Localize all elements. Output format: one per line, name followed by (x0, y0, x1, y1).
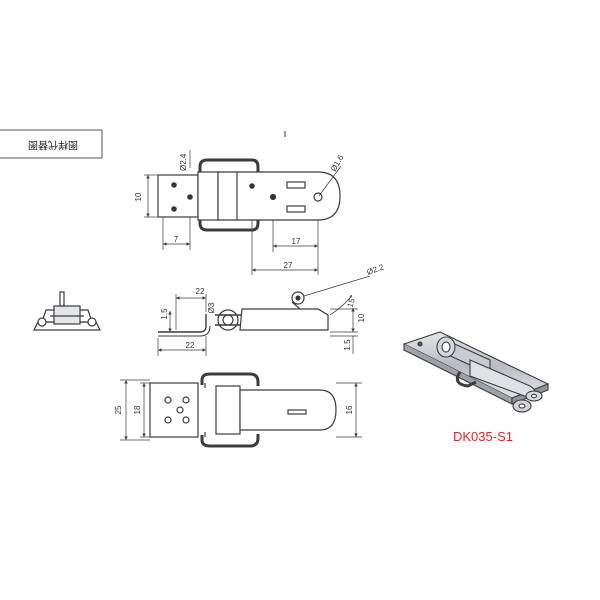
dim-hole-dia-right-top: Ø1.6 (329, 153, 346, 173)
dim-hole-dia-top: Ø2.4 (179, 153, 188, 171)
top-hole-4 (249, 183, 255, 189)
note-text: 图样代替图 (28, 138, 78, 151)
dim-width-left-top: 7 (174, 235, 179, 244)
dim-thickness-side-right: 1.5 (343, 339, 352, 351)
bottom-view-dims (120, 379, 362, 441)
bottom-hinge-block (215, 385, 241, 435)
top-hole-1 (171, 182, 177, 188)
dim-right-height-bottom: 16 (345, 405, 354, 414)
side-view-dims (157, 275, 371, 356)
top-view-dims (144, 150, 342, 275)
bottom-hasp-plate (149, 382, 199, 438)
bottom-view (149, 372, 337, 448)
bottom-hole-4 (182, 396, 190, 404)
dim-len-side-bottom: 22 (186, 341, 195, 350)
bottom-hole-5 (182, 416, 190, 424)
top-main-body (217, 171, 341, 221)
dim-height-left-top: 10 (134, 192, 143, 201)
side-hinge-inner (222, 314, 234, 326)
dim-height-side-right: 10 (357, 313, 366, 322)
top-hole-3 (187, 194, 193, 200)
top-slot-1 (286, 181, 306, 189)
dim-slot-len: 17 (292, 237, 301, 246)
bottom-view-labels: 25 18 16 (114, 405, 354, 414)
top-hole-6 (313, 192, 323, 202)
end-view (33, 291, 101, 331)
side-view-labels: 22 22 1.5 Ø3 10 1.5 15° Ø2.2 (160, 262, 385, 350)
side-view (158, 291, 329, 337)
top-hinge-block (197, 171, 219, 221)
top-hole-2 (171, 206, 177, 212)
dim-thickness-side-left: 1.5 (160, 308, 169, 320)
top-view (157, 158, 341, 232)
dim-plate-height-inner: 18 (133, 405, 142, 414)
model-label: DK035-S1 (453, 429, 513, 444)
dim-plate-height-outer: 25 (114, 405, 123, 414)
dim-len-side-top: 22 (196, 287, 205, 296)
dim-hinge-dia-side: Ø3 (207, 302, 216, 313)
side-base-plate (158, 314, 207, 333)
side-body (239, 308, 329, 331)
top-slot-2 (286, 205, 306, 213)
bottom-hole-2 (164, 416, 172, 424)
dim-overall-len-top: 27 (284, 261, 293, 270)
isometric-view (402, 331, 550, 413)
top-hole-5 (269, 193, 277, 201)
bottom-slot (287, 409, 307, 415)
dim-hole-dia-side: Ø2.2 (366, 262, 386, 277)
bottom-hole-1 (164, 396, 172, 404)
dim-angle-side: 15° (346, 294, 358, 308)
bottom-hole-3 (176, 406, 184, 414)
note-box: 图样代替图 (0, 129, 103, 159)
